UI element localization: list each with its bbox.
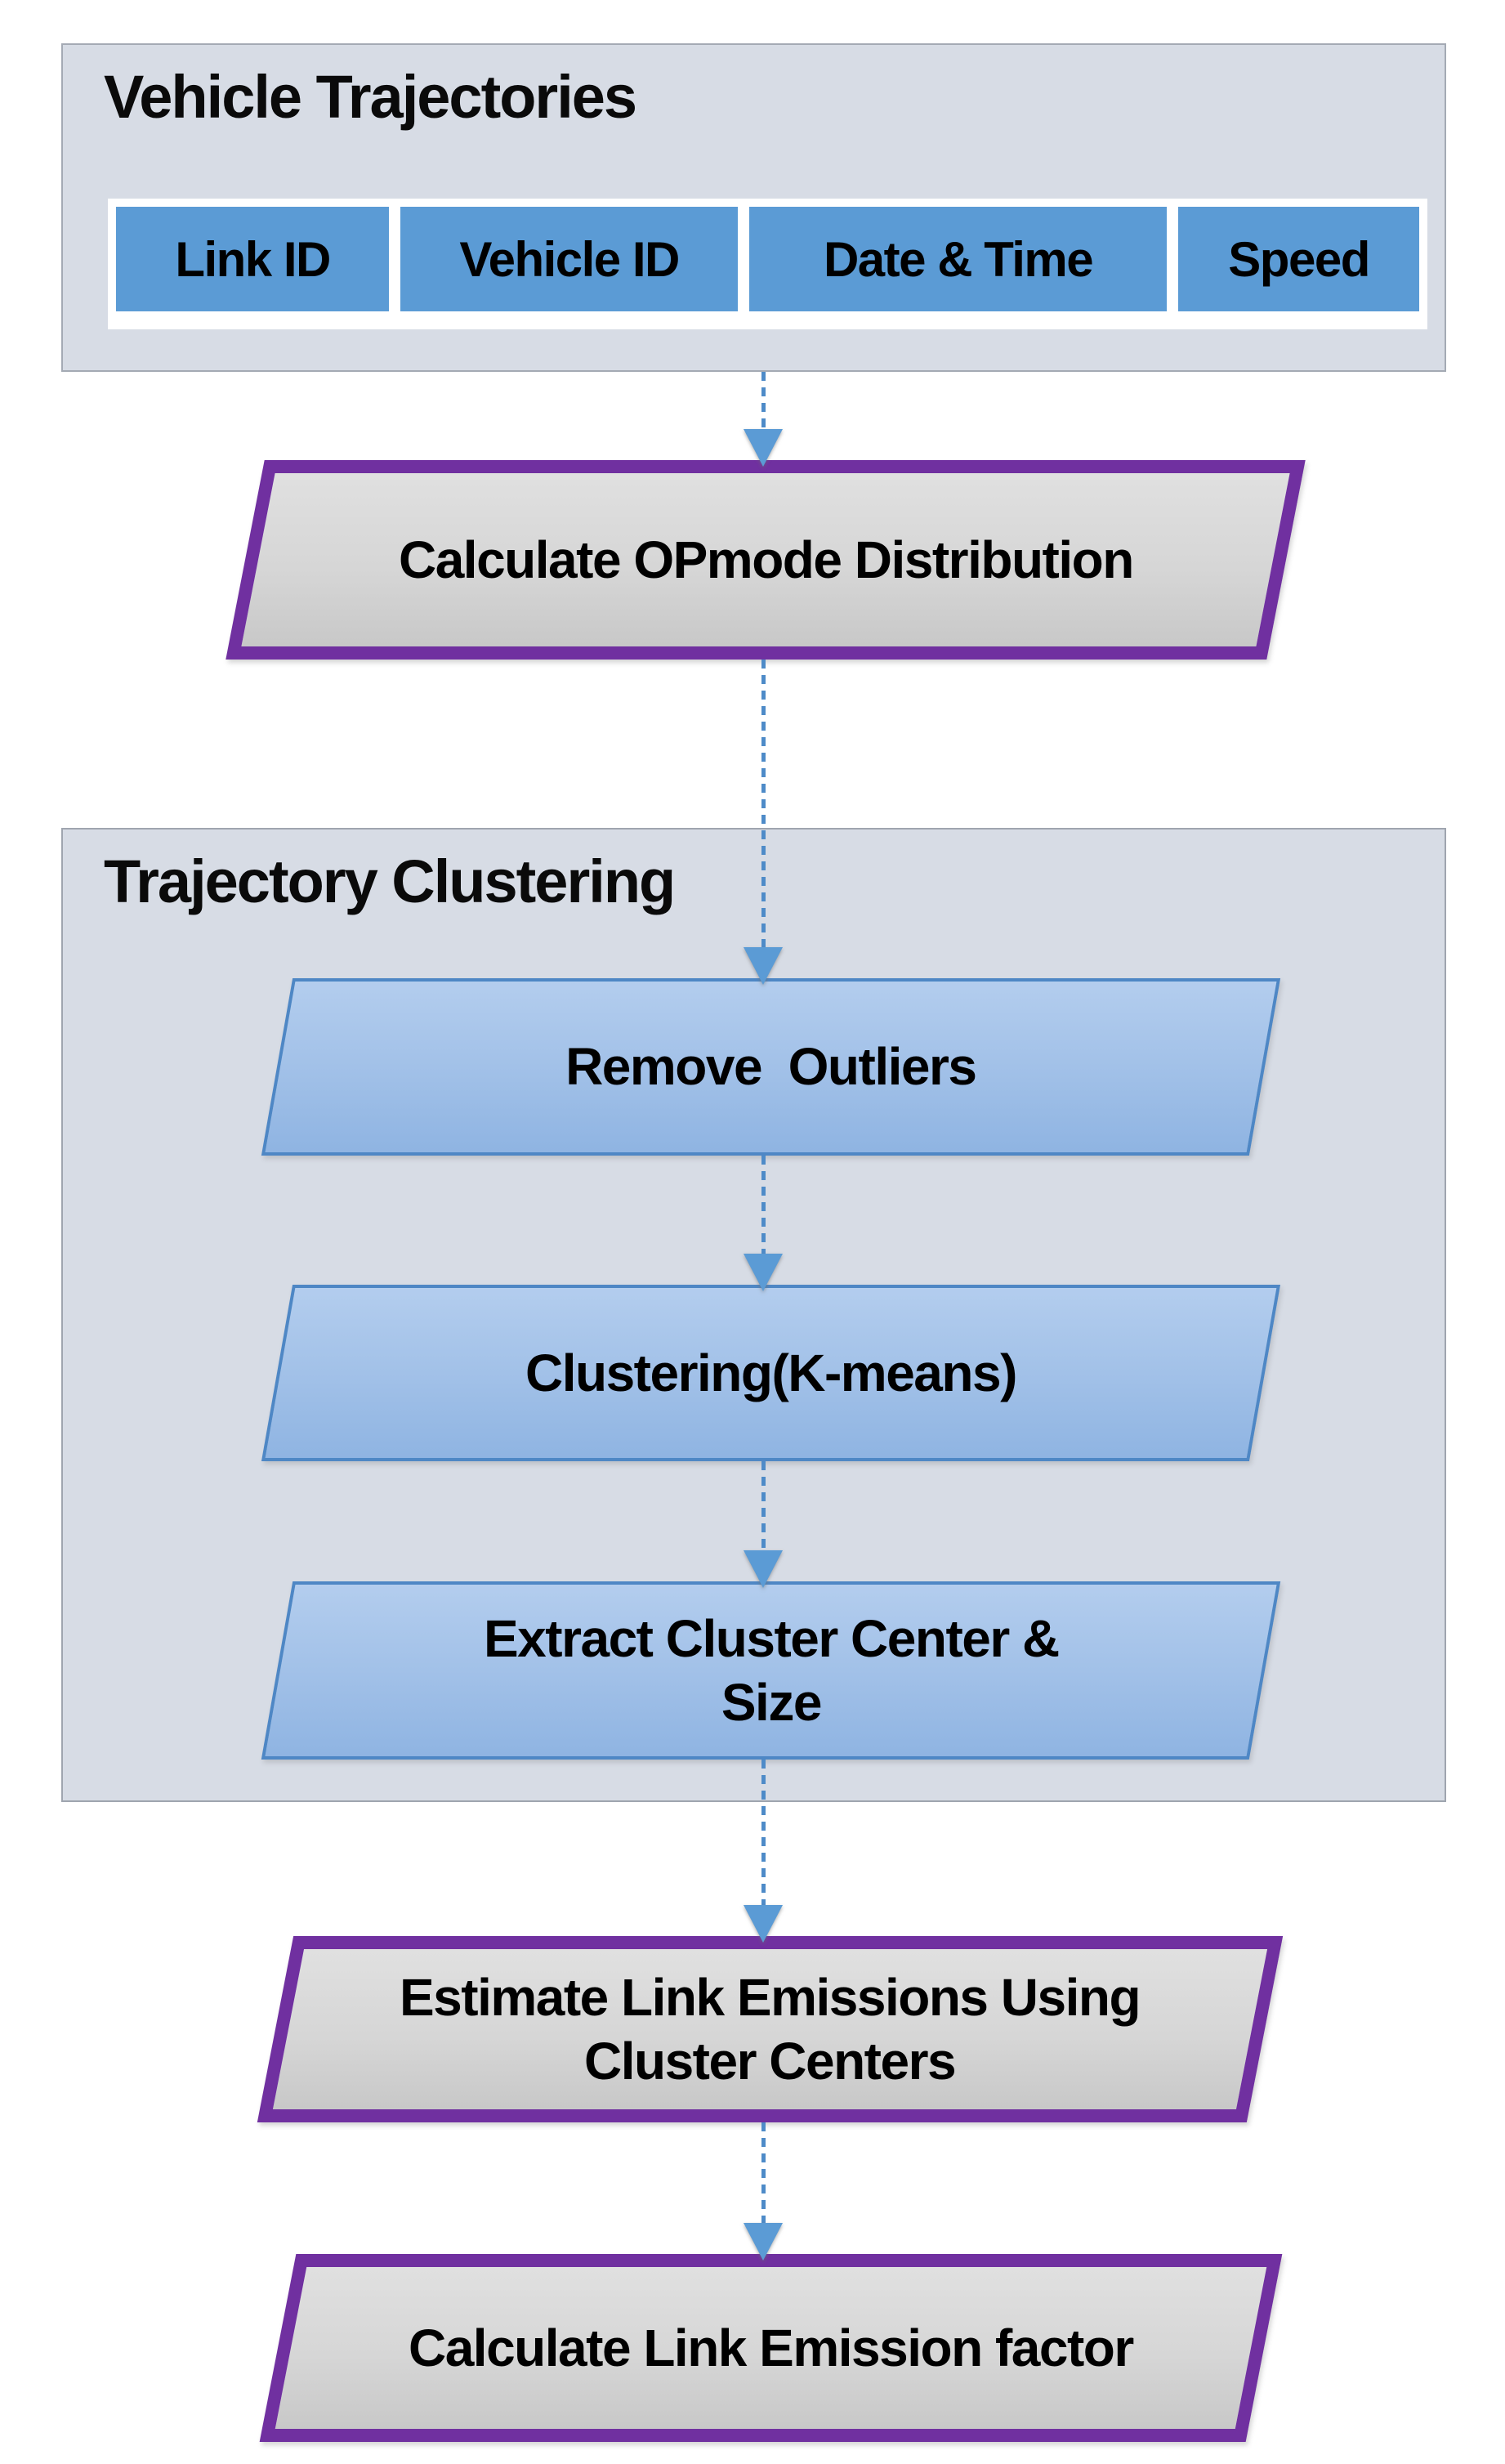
node-label: Extract Cluster Center & Size (483, 1608, 1059, 1732)
arrow-extract-to-estimate (742, 1760, 784, 1943)
arrow-opmode-to-remove-outliers (742, 660, 784, 985)
arrow-estimate-to-calculate-ef (742, 2122, 784, 2261)
table-header-link-id: Link ID (116, 207, 390, 311)
node-calculate-link-emission-factor: Calculate Link Emission factor (259, 2254, 1283, 2442)
node-estimate-link-emissions: Estimate Link Emissions Using Cluster Ce… (257, 1936, 1284, 2122)
vehicle-trajectories-container: Vehicle Trajectories Link ID Vehicle ID … (61, 43, 1446, 372)
trajectory-clustering-title: Trajectory Clustering (104, 847, 676, 915)
arrow-down-icon (744, 429, 783, 467)
arrow-dashed-line (761, 1461, 766, 1550)
arrow-dashed-line (761, 372, 766, 429)
arrow-down-icon (744, 2223, 783, 2261)
arrow-down-icon (744, 1254, 783, 1291)
table-header-date-time: Date & Time (749, 207, 1168, 311)
vehicle-trajectories-title: Vehicle Trajectories (104, 63, 637, 131)
node-label: Calculate OPmode Distribution (398, 530, 1133, 589)
node-remove-outliers: Remove Outliers (261, 978, 1281, 1156)
table-header-vehicle-id: Vehicle ID (400, 207, 739, 311)
arrow-dashed-line (761, 660, 766, 947)
table-header-speed: Speed (1178, 207, 1419, 311)
arrow-dashed-line (761, 2122, 766, 2223)
node-label: Remove Outliers (565, 1037, 976, 1097)
arrow-dashed-line (761, 1156, 766, 1254)
node-calculate-opmode-distribution: Calculate OPmode Distribution (226, 460, 1306, 660)
node-label: Calculate Link Emission factor (409, 2318, 1133, 2377)
arrow-down-icon (744, 1905, 783, 1943)
node-clustering-kmeans: Clustering(K-means) (261, 1285, 1281, 1461)
node-extract-cluster-center-size: Extract Cluster Center & Size (261, 1581, 1281, 1760)
arrow-down-icon (744, 1550, 783, 1588)
trajectory-table-header-row: Link ID Vehicle ID Date & Time Speed (108, 199, 1427, 329)
arrow-trajectories-to-opmode (742, 372, 784, 467)
node-label: Clustering(K-means) (525, 1343, 1016, 1402)
arrow-clustering-to-extract (742, 1461, 784, 1588)
arrow-dashed-line (761, 1760, 766, 1905)
node-label: Estimate Link Emissions Using Cluster Ce… (400, 1967, 1141, 2091)
arrow-down-icon (744, 947, 783, 985)
arrow-remove-outliers-to-clustering (742, 1156, 784, 1291)
